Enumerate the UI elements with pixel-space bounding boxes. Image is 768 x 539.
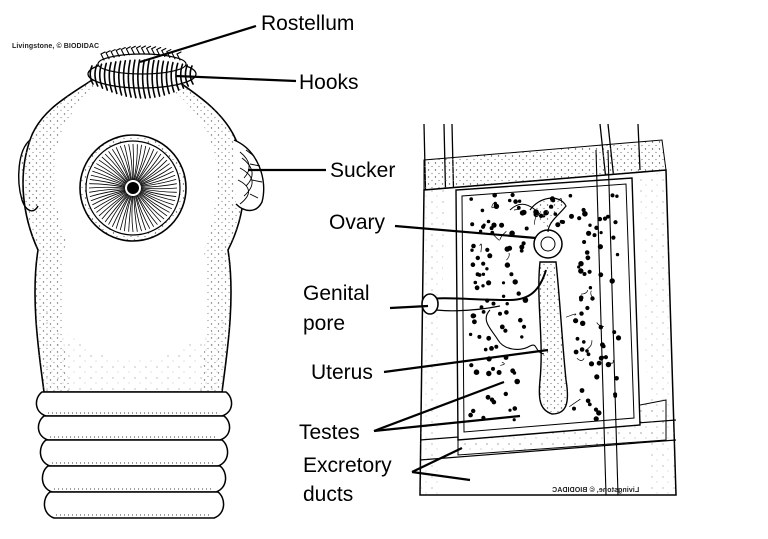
label-hooks: Hooks: [299, 71, 359, 94]
uterus-organ: [538, 261, 569, 415]
label-sucker: Sucker: [330, 159, 396, 182]
label-genital-line1: Genital: [303, 282, 370, 305]
label-excretory-line1: Excretory: [303, 454, 392, 477]
lateral-sucker-left: [18, 139, 39, 212]
genital-pore-opening: [421, 293, 439, 315]
leader-excretory-1: [411, 447, 463, 473]
leader-excretory-2: [411, 470, 471, 482]
leader-uterus: [383, 348, 549, 374]
scolex-credit: Livingstone, © BIODIDAC: [12, 43, 100, 50]
label-uterus: Uterus: [311, 361, 373, 384]
leader-testes-2: [373, 414, 521, 433]
leader-testes-1: [373, 380, 505, 433]
label-ovary: Ovary: [329, 211, 386, 234]
leader-rostellum: [139, 24, 257, 64]
proglottid-drawing: [419, 123, 677, 496]
label-rostellum: Rostellum: [261, 12, 355, 35]
leader-hooks: [175, 74, 297, 83]
neck-segments: [35, 391, 233, 519]
front-sucker: [79, 134, 187, 242]
label-excretory-line2: ducts: [303, 483, 354, 506]
label-genital-line2: pore: [303, 312, 346, 335]
ovary-organ: [509, 197, 567, 259]
leader-ovary: [394, 224, 537, 240]
leader-genital-pore: [389, 304, 429, 310]
label-testes: Testes: [299, 421, 360, 444]
genital-duct: [425, 269, 547, 302]
leader-lines: [139, 24, 549, 482]
rostellum-crown: [87, 45, 197, 99]
proglottid-credit: Livingstone, © BIODIDAC: [552, 487, 640, 494]
scolex-drawing: [18, 45, 265, 519]
